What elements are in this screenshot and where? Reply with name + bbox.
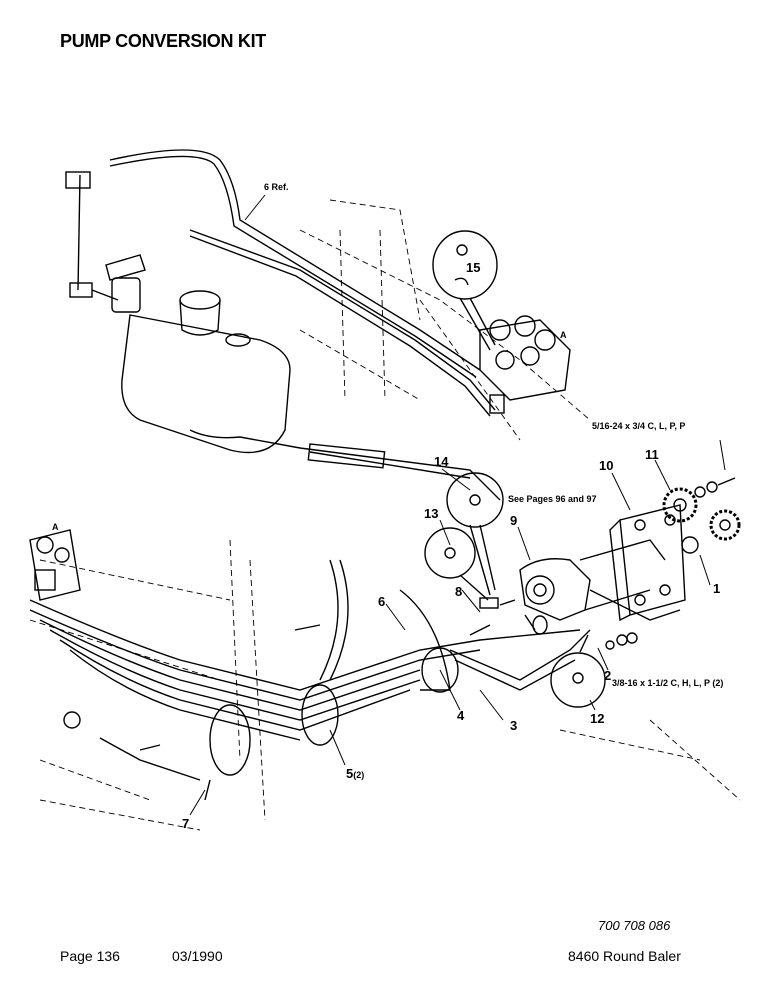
- callout-12-detail: [550, 652, 606, 708]
- valve-block-left: [29, 529, 81, 601]
- callout-14-detail: [446, 472, 504, 528]
- hose-clamps: [209, 647, 459, 776]
- callout-2: 2: [604, 668, 611, 683]
- lower-hardware-2: [605, 632, 638, 650]
- label-a-top: A: [560, 330, 567, 340]
- mounting-bracket: [589, 504, 686, 622]
- filter-assembly: [65, 171, 146, 313]
- callout-5: 5(2): [346, 766, 364, 781]
- callout-12: 12: [590, 711, 604, 726]
- callout-15: 15: [466, 260, 480, 275]
- valve-block-top: [479, 315, 571, 414]
- sprocket-small: [709, 509, 741, 541]
- callout-6-ref: 6 Ref.: [264, 182, 289, 192]
- document-number: 700 708 086: [598, 918, 671, 933]
- callout-10: 10: [599, 458, 613, 473]
- callout-6: 6: [378, 594, 385, 609]
- callout-8: 8: [455, 584, 462, 599]
- callout-13-detail: [424, 527, 476, 579]
- callout-15-detail: [432, 230, 498, 351]
- pump-assembly: [499, 539, 666, 635]
- note-bolt-bottom: 3/8-16 x 1-1/2 C, H, L, P (2): [612, 678, 723, 688]
- note-bolt-top: 5/16-24 x 3/4 C, L, P, P: [592, 421, 685, 431]
- footer-model: 8460 Round Baler: [568, 948, 681, 964]
- callout-13: 13: [424, 506, 438, 521]
- footer-date: 03/1990: [172, 948, 223, 964]
- misc-bolts: [63, 624, 321, 801]
- sprocket-hub: [681, 536, 699, 554]
- callout-7: 7: [182, 816, 189, 831]
- label-a-left: A: [52, 522, 59, 532]
- sprocket-11: [662, 487, 698, 523]
- callout-11: 11: [645, 447, 659, 462]
- callout-3: 3: [510, 718, 517, 733]
- callout-4: 4: [457, 708, 465, 723]
- footer-page: Page 136: [60, 948, 120, 964]
- callout-9: 9: [510, 513, 517, 528]
- callout-1: 1: [713, 581, 720, 596]
- note-see-pages: See Pages 96 and 97: [508, 494, 597, 504]
- page-title: PUMP CONVERSION KIT: [60, 31, 266, 51]
- upper-hoses: [109, 149, 501, 501]
- hydraulic-tank: [121, 290, 301, 454]
- callout-14: 14: [434, 454, 449, 469]
- fitting-8: [469, 597, 499, 636]
- bolt-top-hardware: [694, 477, 736, 498]
- frame-outline-dashed: [29, 199, 741, 831]
- lower-hose-bundle: [29, 559, 591, 741]
